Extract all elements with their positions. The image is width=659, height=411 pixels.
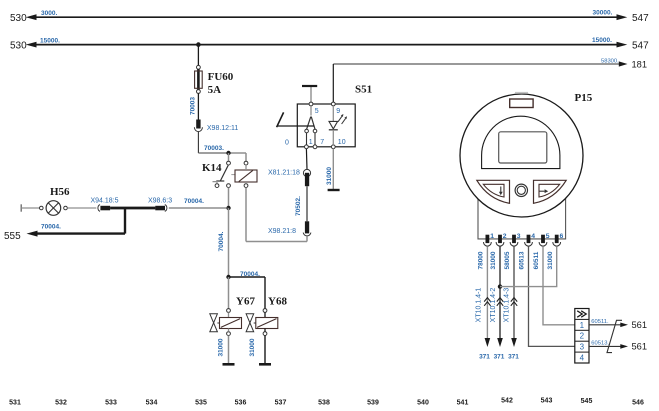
svg-text:Y68: Y68 (268, 296, 287, 308)
svg-text:70004.: 70004. (41, 224, 61, 231)
svg-text:531: 531 (9, 399, 21, 406)
svg-text:532: 532 (55, 399, 67, 406)
svg-text:2: 2 (503, 233, 507, 240)
svg-text:1: 1 (490, 233, 494, 240)
svg-text:371: 371 (508, 354, 519, 361)
svg-text:546: 546 (632, 399, 644, 406)
svg-text:10: 10 (338, 139, 346, 146)
svg-text:60511.: 60511. (591, 319, 609, 325)
svg-text:70003: 70003 (190, 97, 197, 115)
svg-text:542: 542 (501, 397, 513, 404)
svg-text:4: 4 (580, 354, 585, 363)
svg-text:70004.: 70004. (240, 271, 260, 278)
svg-text:31000: 31000 (326, 167, 333, 185)
svg-text:70502.: 70502. (295, 196, 302, 216)
svg-text:537: 537 (275, 399, 287, 406)
svg-text:535: 535 (195, 399, 207, 406)
svg-text:534: 534 (146, 399, 158, 406)
svg-text:X81.21:18: X81.21:18 (268, 170, 300, 177)
svg-text:561: 561 (632, 320, 648, 330)
svg-text:3: 3 (580, 343, 585, 352)
svg-text:1: 1 (309, 139, 313, 146)
svg-text:31000: 31000 (249, 338, 256, 356)
svg-text:6: 6 (560, 233, 564, 240)
svg-text:60511: 60511 (533, 251, 540, 269)
svg-text:371: 371 (479, 354, 490, 361)
svg-text:70003.: 70003. (204, 145, 224, 152)
svg-text:371: 371 (494, 354, 505, 361)
svg-text:31000: 31000 (490, 251, 497, 269)
svg-text:540: 540 (417, 399, 429, 406)
svg-text:Y67: Y67 (236, 296, 255, 308)
svg-text:1: 1 (580, 321, 585, 330)
svg-text:X98.6:3: X98.6:3 (148, 198, 172, 205)
svg-text:30000.: 30000. (593, 9, 613, 16)
svg-text:X98.21:8: X98.21:8 (268, 228, 296, 235)
svg-text:538: 538 (318, 399, 330, 406)
svg-text:547: 547 (632, 13, 649, 24)
svg-text:60513.: 60513. (591, 340, 609, 346)
svg-text:H56: H56 (50, 186, 70, 198)
svg-text:S51: S51 (355, 84, 372, 96)
svg-text:XT10.1.4-1: XT10.1.4-1 (475, 288, 482, 323)
svg-text:P15: P15 (575, 92, 593, 104)
svg-text:555: 555 (4, 231, 21, 242)
svg-text:5: 5 (546, 233, 550, 240)
svg-text:541: 541 (457, 399, 469, 406)
svg-text:K14: K14 (202, 162, 222, 174)
svg-text:536: 536 (235, 399, 247, 406)
svg-text:0: 0 (285, 140, 289, 147)
svg-text:545: 545 (581, 398, 593, 405)
svg-text:543: 543 (541, 398, 553, 405)
svg-text:XT10.1.4-3: XT10.1.4-3 (504, 288, 511, 323)
svg-text:9: 9 (336, 108, 340, 115)
svg-text:530: 530 (10, 40, 27, 51)
svg-text:X94.18:5: X94.18:5 (91, 198, 119, 205)
svg-text:4: 4 (531, 233, 535, 240)
svg-text:181: 181 (632, 60, 648, 70)
svg-text:70004.: 70004. (218, 231, 225, 251)
svg-text:15000.: 15000. (592, 37, 612, 44)
svg-text:XT10.1.4-2: XT10.1.4-2 (490, 288, 497, 323)
svg-text:70004.: 70004. (184, 198, 204, 205)
svg-text:3: 3 (517, 233, 521, 240)
svg-text:15000.: 15000. (40, 37, 60, 44)
svg-text:31000: 31000 (218, 338, 225, 356)
svg-text:5A: 5A (208, 84, 222, 96)
svg-text:533: 533 (105, 399, 117, 406)
svg-text:530: 530 (10, 13, 27, 24)
svg-text:78000: 78000 (478, 251, 485, 269)
svg-text:2: 2 (580, 332, 585, 341)
svg-text:561: 561 (632, 342, 648, 352)
svg-text:5: 5 (315, 108, 319, 115)
svg-text:60513: 60513 (519, 251, 526, 269)
svg-text:3000.: 3000. (41, 10, 57, 17)
svg-text:31000: 31000 (547, 251, 554, 269)
svg-text:539: 539 (367, 399, 379, 406)
svg-text:7: 7 (320, 139, 324, 146)
svg-text:547: 547 (632, 40, 649, 51)
svg-text:58005: 58005 (504, 251, 511, 269)
svg-text:58300.: 58300. (601, 59, 619, 65)
svg-text:X98.12:11: X98.12:11 (207, 125, 239, 132)
svg-text:FU60: FU60 (208, 71, 234, 83)
